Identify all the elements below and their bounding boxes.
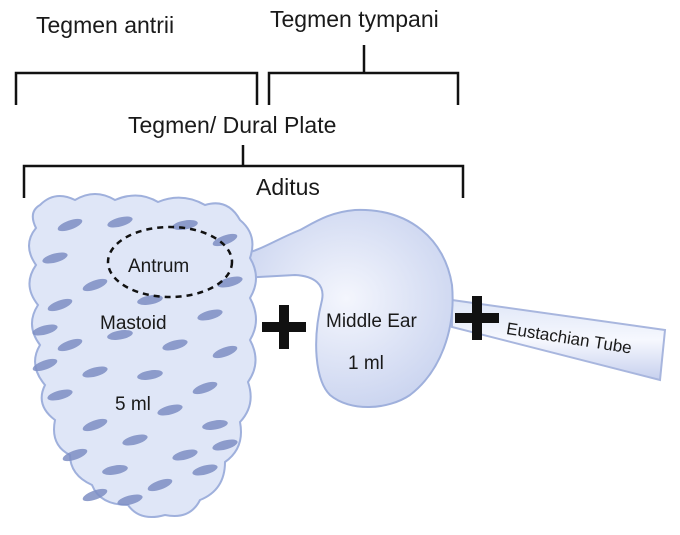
antrum-label: Antrum [128,256,189,278]
tegmen-tympani-bracket [269,45,458,105]
plus-sign-1 [262,305,306,349]
middle-ear-volume-label: 1 ml [348,353,384,375]
mastoid-volume-label: 5 ml [115,394,151,416]
mastoid-label: Mastoid [100,313,167,335]
dural-plate-bracket [24,145,463,198]
tegmen-antrii-label: Tegmen antrii [36,12,174,39]
aditus-label: Aditus [256,174,320,201]
tegmen-antrii-bracket [16,73,257,105]
aditus-channel [240,210,453,407]
tegmen-dural-plate-label: Tegmen/ Dural Plate [128,112,336,139]
tegmen-tympani-label: Tegmen tympani [270,6,439,33]
middle-ear-label: Middle Ear [326,311,417,333]
